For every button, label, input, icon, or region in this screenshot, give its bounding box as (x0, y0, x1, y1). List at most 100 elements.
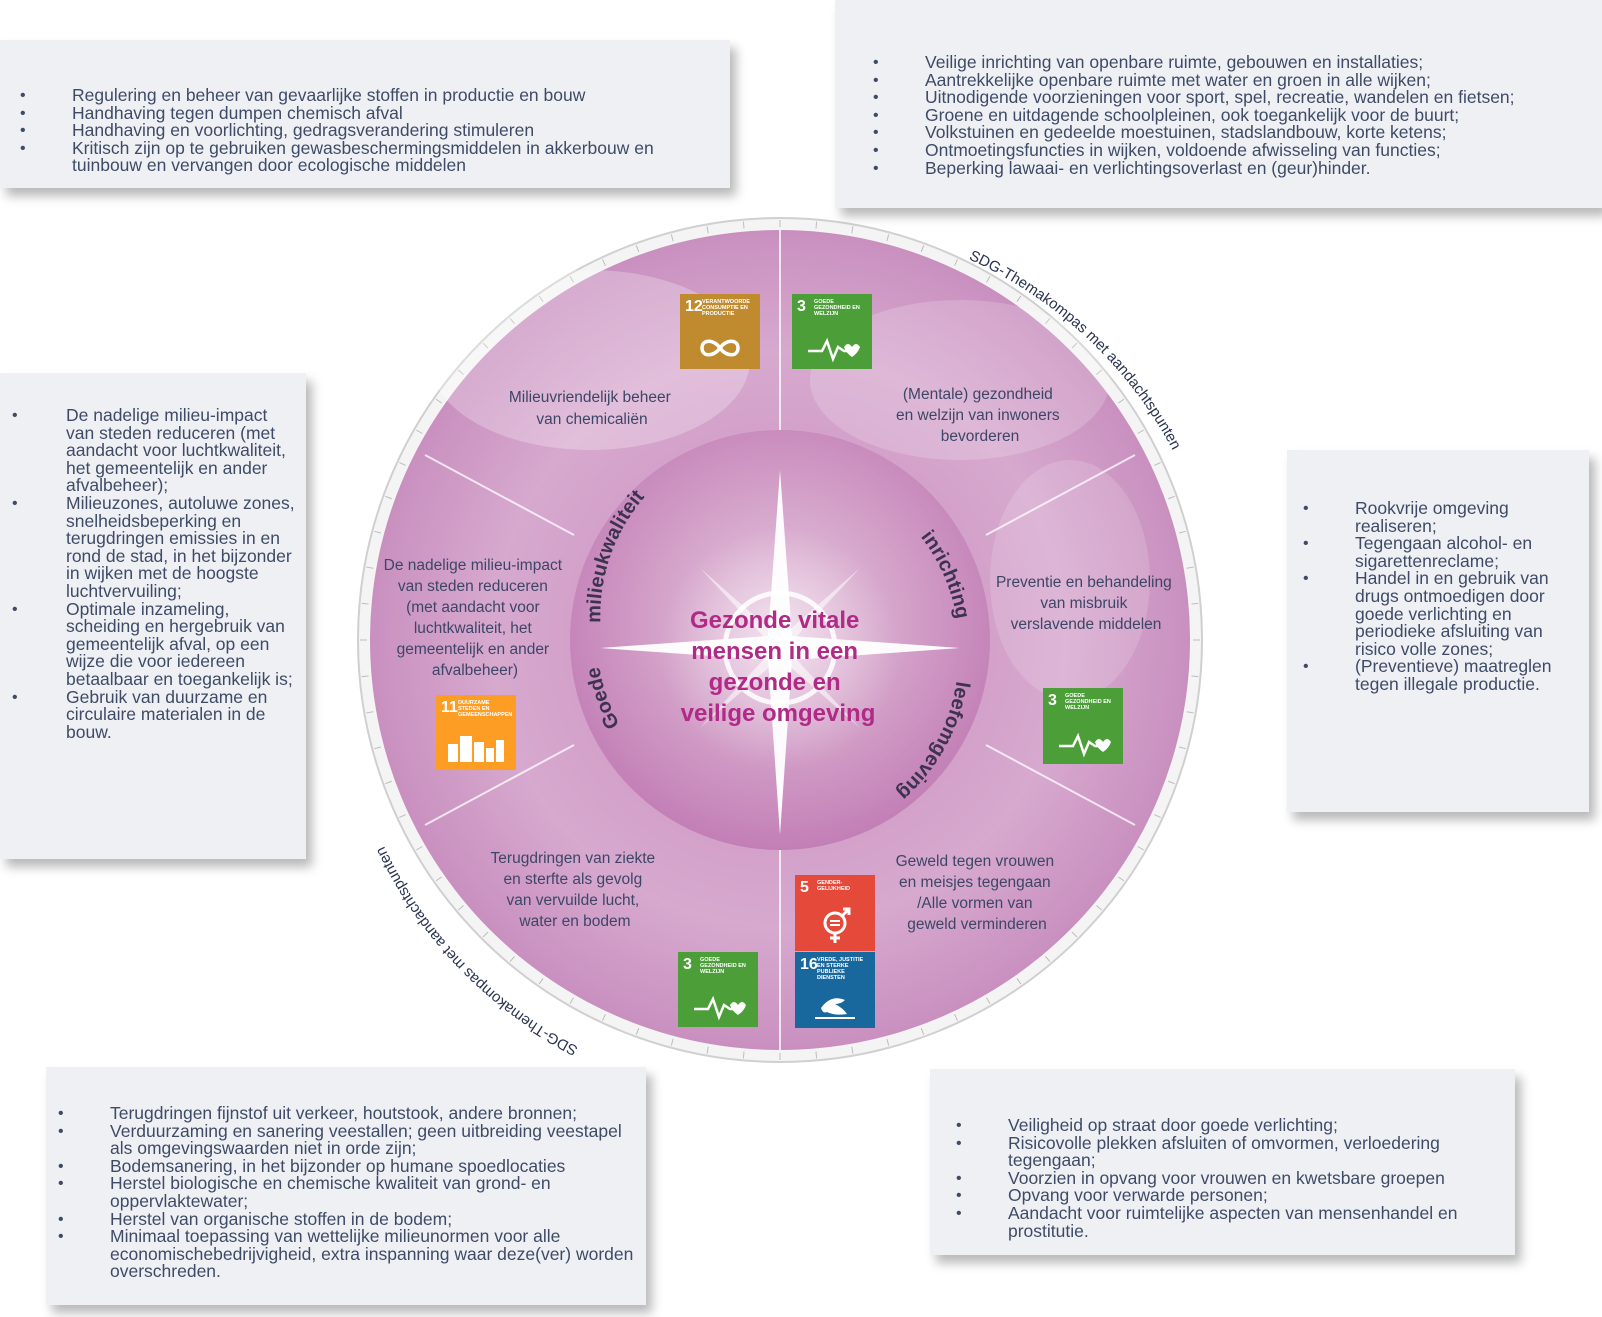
sector-highlight (430, 270, 750, 450)
rim-tick (815, 1051, 818, 1059)
rim-tick (706, 1046, 709, 1054)
rim-tick (569, 997, 574, 1004)
sdg5-icon: 5 GENDER-GELIJKHEID (795, 875, 875, 951)
callout-bottom-right-list: Veiligheid op straat door goede verlicht… (956, 1116, 1507, 1240)
list-item: Veiligheid op straat door goede verlicht… (956, 1116, 1507, 1135)
rim-tick (670, 234, 674, 242)
segment-label-bottom-right: Geweld tegen vrouwen en meisjes tegengaa… (896, 853, 1059, 933)
list-item: Veilige inrichting van openbare ruimte, … (873, 53, 1592, 72)
rim-tick (1137, 846, 1144, 851)
rim-tick (1016, 295, 1022, 302)
heartbeat-icon (694, 995, 746, 1021)
rim-tick (416, 846, 423, 851)
sdg16-icon: 16 VREDE, JUSTITIE EN STERKE PUBLIEKE DI… (795, 952, 875, 1028)
infinity-icon (700, 339, 740, 357)
list-item: Uitnodigende voorzieningen voor sport, s… (873, 89, 1592, 107)
list-item: Kritisch zijn op te gebruiken gewasbesch… (20, 139, 706, 175)
rim-tick (385, 780, 393, 785)
rim-tick (1016, 978, 1022, 985)
list-item: Milieuzones, autoluwe zones, snelheidsbe… (12, 494, 298, 601)
rim-tick (1071, 342, 1078, 349)
rim-tick (954, 1014, 958, 1021)
list-item: Tegengaan alcohol- en sigarettenreclame; (1303, 534, 1583, 570)
list-item: Optimale inzameling, scheiding en hergeb… (12, 600, 298, 689)
rim-tick (1178, 746, 1186, 750)
rim-tick (385, 495, 393, 500)
list-item: Handhaving tegen dumpen chemisch afval (20, 104, 706, 123)
heartbeat-icon (808, 337, 860, 363)
list-item: Regulering en beheer van gevaarlijke sto… (20, 86, 706, 105)
rim-tick (986, 997, 991, 1004)
segment-label-top-left: Milieuvriendelijk beheer van chemicaliën (509, 389, 675, 428)
rim-tick (635, 1027, 640, 1035)
wheel-rim-ticks (360, 220, 1200, 1060)
rim-tick (1096, 905, 1103, 911)
callout-bottom-left: Terugdringen fijnstof uit verkeer, houts… (46, 1067, 646, 1305)
rim-tick (538, 295, 544, 302)
rim-tick (1186, 711, 1194, 714)
sdg12-icon: 12 VERANTWOORDE CONSUMPTIE EN PRODUCTIE (680, 294, 760, 369)
city-buildings-icon (448, 736, 504, 762)
list-item: Aantrekkelijke openbare ruimte met water… (873, 71, 1592, 90)
list-item: Verduurzaming en sanering veestallen; ge… (58, 1122, 636, 1158)
rim-tick (1178, 530, 1186, 534)
rim-tick (538, 978, 544, 985)
rim-tick (482, 342, 489, 349)
sector-highlight (990, 460, 1150, 700)
rim-tick (399, 814, 406, 818)
list-item: (Preventieve) maatreglen tegen illegale … (1303, 657, 1583, 693)
list-item: Ontmoetingsfuncties in wijken, voldoende… (873, 141, 1592, 160)
rim-tick (920, 1027, 925, 1035)
heartbeat-icon (1059, 732, 1111, 758)
callout-left: De nadelige milieu-impact van steden red… (0, 373, 306, 859)
rim-tick (1167, 495, 1175, 500)
segment-label-bottom-left: Terugdringen van ziekte en sterfte als g… (491, 850, 660, 930)
rim-tick (1045, 317, 1051, 324)
rim-tick (457, 905, 464, 911)
rim-tick (1154, 462, 1161, 466)
list-item: Bodemsanering, in het bijzonder op human… (58, 1157, 636, 1176)
rim-tick (1186, 566, 1194, 569)
callout-top-left: Regulering en beheer van gevaarlijke sto… (0, 40, 730, 188)
rim-tick (670, 1038, 674, 1046)
rim-tick (1191, 602, 1199, 605)
callout-bottom-left-list: Terugdringen fijnstof uit verkeer, houts… (58, 1104, 636, 1281)
rim-tick (954, 259, 958, 266)
callout-left-list: De nadelige milieu-impact van steden red… (12, 406, 298, 742)
callout-top-left-list: Regulering en beheer van gevaarlijke sto… (20, 86, 706, 175)
rim-tick (986, 276, 991, 283)
list-item: Herstel biologische en chemische kwalite… (58, 1175, 636, 1210)
rim-tick (1137, 429, 1144, 434)
rim-tick (1154, 814, 1161, 818)
rim-tick (602, 259, 606, 266)
sdg3-top-icon: 3 GOEDE GEZONDHEID EN WELZIJN (792, 294, 872, 369)
rim-tick (416, 429, 423, 434)
rim-tick (635, 245, 640, 253)
rim-tick (1167, 780, 1175, 785)
rim-tick (1071, 931, 1078, 938)
list-item: Herstel van organische stoffen in de bod… (58, 1210, 636, 1229)
list-item: De nadelige milieu-impact van steden red… (12, 406, 298, 495)
list-item: Risicovolle plekken afsluiten of omvorme… (956, 1134, 1507, 1170)
rim-tick (742, 1051, 745, 1059)
rim-tick (1118, 398, 1125, 404)
callout-right: Rookvrije omgeving realiseren; Tegengaan… (1287, 450, 1589, 812)
list-item: Opvang voor verwarde personen; (956, 1187, 1507, 1205)
rim-tick (435, 876, 442, 882)
gender-equality-icon (823, 907, 851, 943)
list-item: Volkstuinen en gedeelde moestuinen, stad… (873, 124, 1592, 142)
rim-tick (1096, 369, 1103, 375)
compass-star (600, 470, 960, 835)
list-item: Gebruik van duurzame en circulaire mater… (12, 688, 298, 742)
callout-top-right: Veilige inrichting van openbare ruimte, … (835, 0, 1602, 208)
sdg3-right-icon: 3 GOEDE GEZONDHEID EN WELZIJN (1043, 688, 1123, 764)
list-item: Terugdringen fijnstof uit verkeer, houts… (58, 1104, 636, 1123)
rim-tick (374, 530, 382, 534)
rim-tick (361, 602, 369, 605)
sdg11-icon: 11 DUURZAME STEDEN EN GEMEENSCHAPPEN (436, 695, 516, 770)
list-item: Voorzien in opvang voor vrouwen en kwets… (956, 1169, 1507, 1188)
rim-tick (1191, 675, 1199, 678)
rim-tick (602, 1014, 606, 1021)
callout-top-right-list: Veilige inrichting van openbare ruimte, … (873, 53, 1592, 177)
